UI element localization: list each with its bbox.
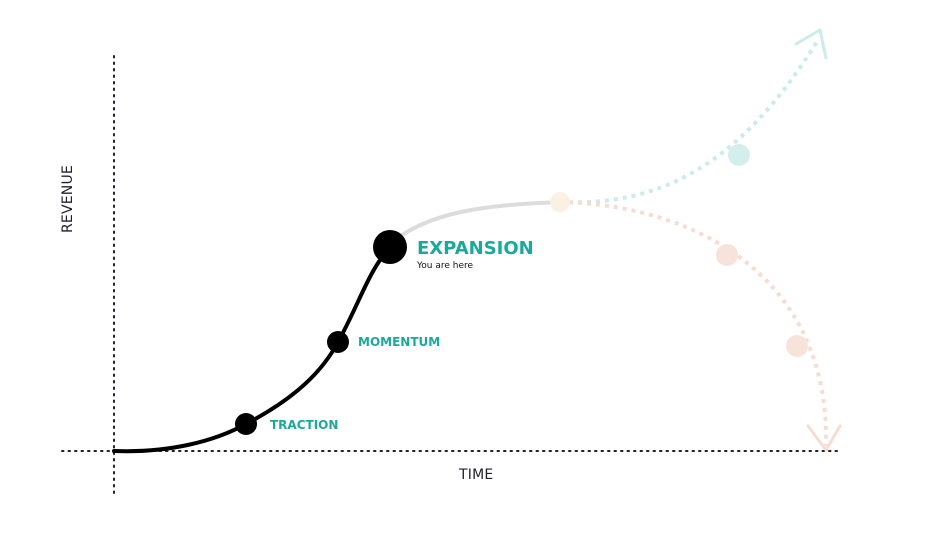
x-axis-label: TIME: [459, 467, 494, 483]
expansion-label: EXPANSION: [417, 238, 534, 259]
downside-marker-2: [786, 335, 808, 357]
y-axis-label: REVENUE: [60, 165, 76, 233]
plateau-marker: [550, 192, 570, 212]
downside-projection-path: [559, 200, 829, 447]
past-growth-curve: [112, 245, 392, 454]
momentum-marker: [327, 331, 349, 353]
arrow-up-icon: [794, 28, 828, 60]
traction-marker: [235, 413, 257, 435]
expansion-marker: [373, 230, 407, 264]
traction-label: TRACTION: [270, 418, 339, 432]
upside-marker: [728, 144, 750, 166]
future-curve: [388, 200, 562, 246]
you-are-here-label: You are here: [417, 261, 474, 271]
downside-marker-1: [716, 244, 738, 266]
upside-projection-path: [559, 38, 820, 205]
arrow-down-icon: [806, 424, 842, 452]
momentum-label: MOMENTUM: [358, 335, 441, 349]
